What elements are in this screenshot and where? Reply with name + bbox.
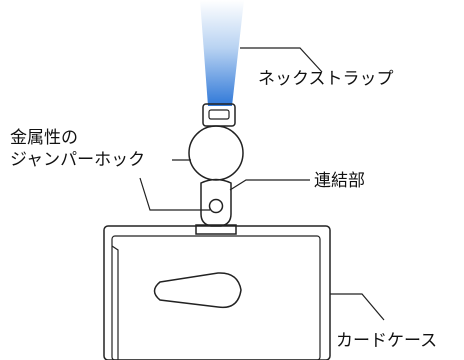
case-label: カードケース	[336, 331, 438, 351]
jumper-hook	[188, 125, 244, 181]
thumb-slot	[153, 272, 242, 309]
connector-label: 連結部	[314, 171, 365, 191]
strap-label: ネックストラップ	[258, 69, 394, 89]
strap-leader-line	[240, 47, 323, 73]
strap-loop	[202, 103, 236, 127]
case-leader-line	[330, 293, 385, 321]
hook-label-line2: ジャンパーホック	[10, 150, 146, 170]
connector-base	[195, 224, 237, 235]
neck-strap	[200, 0, 244, 106]
card-case	[103, 225, 331, 360]
hook-label-line1: 金属性の	[10, 128, 78, 148]
hook-to-connector-leader-line	[139, 177, 210, 211]
connector	[200, 178, 232, 227]
connector-leader-line	[229, 179, 310, 191]
